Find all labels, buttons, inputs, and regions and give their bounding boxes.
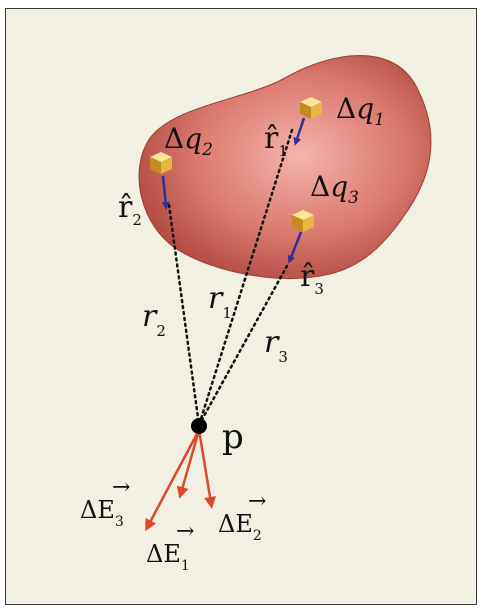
field-point [191, 418, 207, 434]
distance-1-label: r1 [208, 281, 232, 322]
svg-text:ΔE1: ΔE1 [146, 540, 190, 574]
field-1-label: → ΔE1 [146, 519, 194, 574]
field-1-arrow [181, 430, 199, 493]
unit-vector-2-label: r̂2 [118, 190, 142, 229]
field-3-arrow [148, 430, 199, 526]
svg-text:ΔE3: ΔE3 [80, 496, 124, 530]
distance-3-label: r3 [264, 325, 288, 366]
svg-text:ΔE2: ΔE2 [218, 510, 262, 544]
field-2-arrow [199, 430, 211, 503]
charged-body [139, 56, 431, 279]
distance-2-label: r2 [142, 299, 166, 340]
field-2-label: → ΔE2 [218, 489, 266, 544]
field-3-label: → ΔE3 [80, 475, 130, 530]
point-label: p [222, 417, 244, 457]
